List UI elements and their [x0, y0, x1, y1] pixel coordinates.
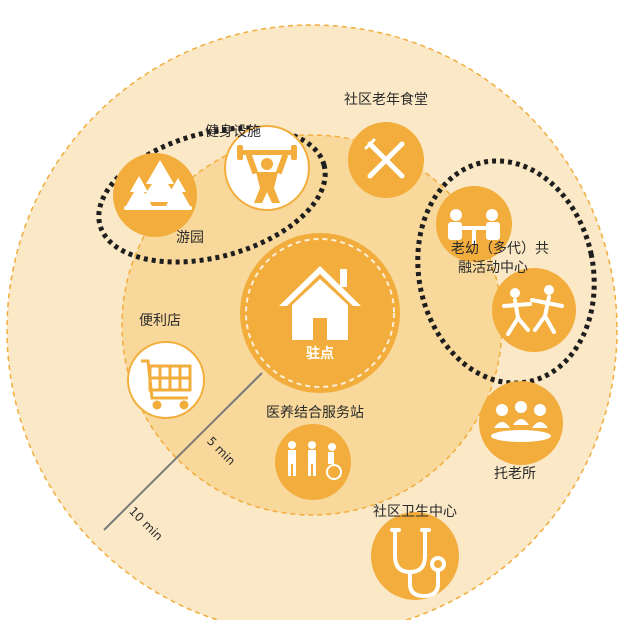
center-station-label: 驻点 [306, 346, 334, 362]
health-facility[interactable] [371, 512, 459, 600]
stethoscope-icon [390, 528, 446, 599]
park-facility[interactable] [113, 153, 197, 237]
elderly-wheelchair-icon [288, 441, 342, 480]
medcare-label: 医养结合服务站 [266, 405, 364, 421]
intergen-label-line2: 融活动中心 [458, 260, 528, 276]
intergen-table-facility[interactable] [436, 186, 512, 262]
shopping-cart-icon [141, 359, 192, 410]
table-people-icon [448, 209, 500, 244]
store-label: 便利店 [139, 313, 181, 329]
weightlifter-icon [237, 145, 297, 203]
group-outline-intergenerational [415, 158, 597, 386]
park-label: 游园 [176, 230, 204, 246]
fitness-label: 健身设施 [205, 124, 261, 140]
meeting-group-icon [491, 401, 551, 442]
group-outline-fitness-park [96, 125, 328, 265]
dancing-people-icon [502, 285, 564, 336]
intergen-dance-facility[interactable] [492, 268, 576, 352]
medcare-facility[interactable] [275, 424, 351, 500]
fitness-facility[interactable] [224, 125, 310, 211]
center-station[interactable] [240, 233, 400, 393]
house-icon [279, 266, 361, 340]
daycare-facility[interactable] [479, 381, 563, 465]
store-facility[interactable] [127, 341, 205, 419]
health-label: 社区卫生中心 [373, 504, 457, 520]
intergen-label-line1: 老幼（多代）共 [451, 241, 549, 257]
fork-knife-icon [364, 138, 405, 179]
canteen-facility[interactable] [348, 122, 424, 198]
radius-line [103, 372, 263, 531]
daycare-label: 托老所 [494, 466, 536, 482]
canteen-label: 社区老年食堂 [344, 92, 428, 108]
trees-icon [124, 160, 192, 210]
